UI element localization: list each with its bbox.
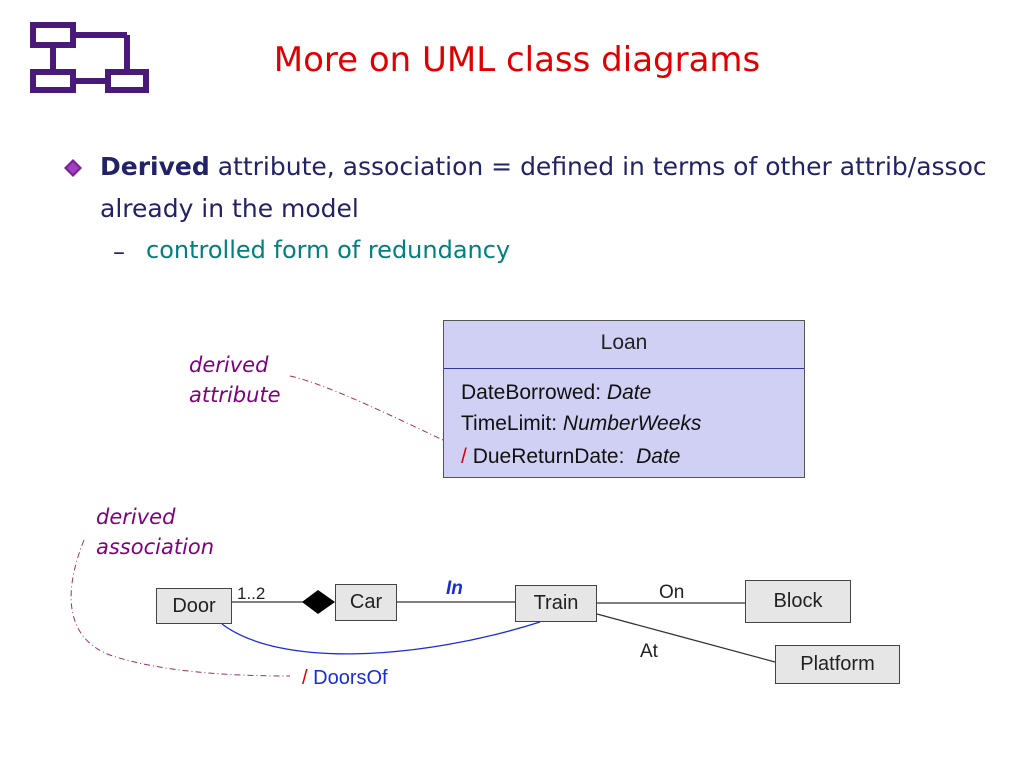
derived-association-pointer [70,539,291,677]
class-compartment-divider [444,368,804,369]
note-derived-association: derived association [96,502,214,562]
train-platform-line [596,613,776,663]
derived-association-name: DoorsOf [313,667,388,689]
diamond-bullet-icon [64,159,82,177]
note-line: derived [189,353,269,377]
class-train: Train [515,585,597,622]
bullet-derived: Derived attribute, association = defined… [100,146,990,230]
derived-association-label: / DoorsOf [302,667,388,690]
association-label-on: On [659,582,685,603]
derived-slash: / [461,445,467,468]
association-label-in: In [446,578,463,599]
class-platform: Platform [775,645,900,684]
attribute-name: DueReturnDate: [472,445,625,468]
class-door: Door [156,588,232,624]
sub-bullet-text: controlled form of redundancy [146,236,511,264]
class-car: Car [335,584,397,621]
attribute-type: Date [606,381,652,404]
sub-bullet-marker: – [113,238,125,266]
bullet-text: attribute, association = defined in term… [100,152,987,223]
bullet-term: Derived [100,152,210,181]
attribute-name: DateBorrowed: [461,381,602,404]
attribute-type: Date [636,445,681,468]
page-title: More on UML class diagrams [273,40,761,80]
association-label-at: At [640,641,658,662]
note-line: attribute [189,383,281,407]
loan-attribute-duereturndate: / DueReturnDate: Date [461,445,680,469]
note-line: association [96,535,215,559]
uml-class-diagram-logo-icon [30,22,149,93]
derived-association-curve [221,621,541,655]
derived-attribute-pointer [289,375,461,449]
attribute-name: TimeLimit: [461,412,558,435]
note-derived-attribute: derived attribute [189,350,281,410]
loan-attribute-dateborrowed: DateBorrowed: Date [461,381,651,405]
loan-class-name: Loan [600,331,648,354]
multiplicity-label: 1..2 [237,584,266,603]
composition-diamond [302,590,335,614]
class-block: Block [745,580,851,623]
loan-class-box: Loan DateBorrowed: Date TimeLimit: Numbe… [443,320,805,478]
loan-attribute-timelimit: TimeLimit: NumberWeeks [461,412,701,436]
derived-slash: / [302,667,308,689]
attribute-type: NumberWeeks [562,412,702,435]
note-line: derived [96,505,176,529]
